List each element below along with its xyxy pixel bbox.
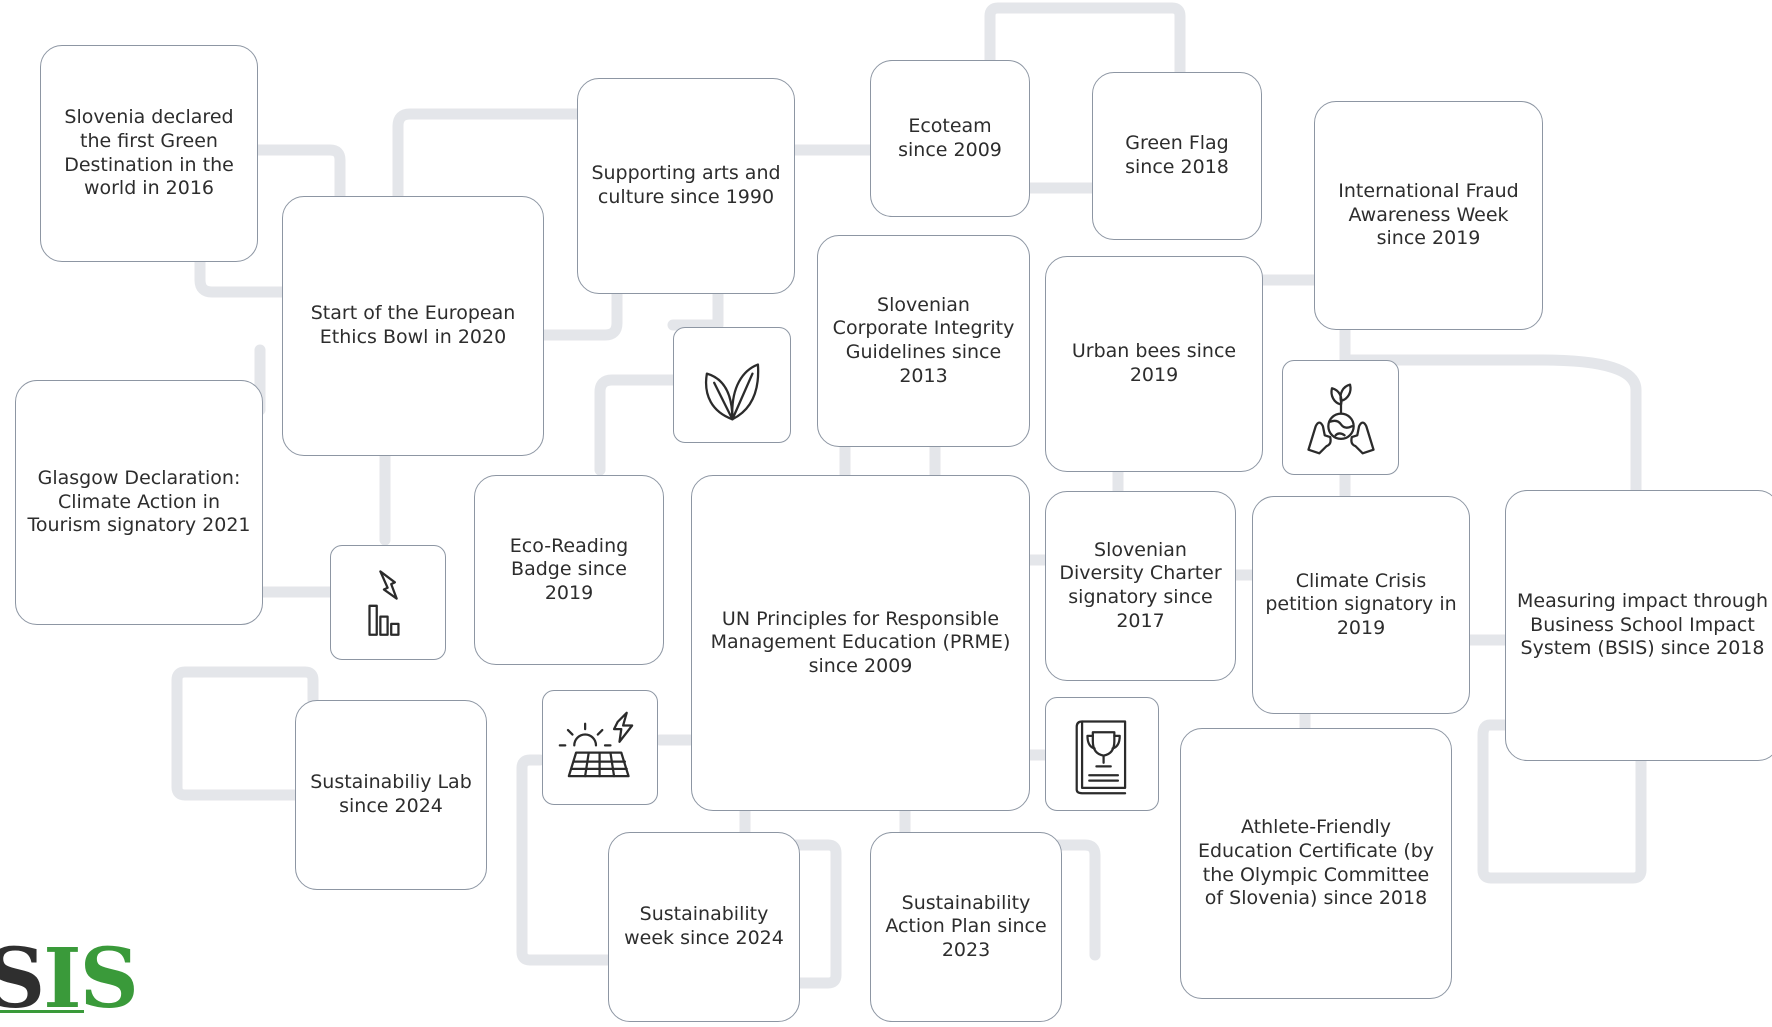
node-label: Start of the European Ethics Bowl in 202… [310,302,516,348]
leaves-icon-box [673,327,791,443]
trophy-book-icon [1075,720,1127,795]
node-green-destination: Slovenia declared the first Green Destin… [40,45,258,262]
node-ecoteam: Ecoteam since 2009 [870,60,1030,217]
node-label: Athlete-Friendly Education Certificate (… [1197,816,1435,910]
node-eco-reading: Eco-Reading Badge since 2019 [474,475,664,665]
node-label: Slovenian Corporate Integrity Guidelines… [832,293,1015,387]
solar-panel-icon-box [542,690,658,805]
node-glasgow: Glasgow Declaration: Climate Action in T… [15,380,263,625]
trophy-book-icon-box [1045,697,1159,811]
node-label: Ecoteam since 2009 [898,114,1002,161]
node-label: International Fraud Awareness Week since… [1338,180,1519,250]
node-label: Glasgow Declaration: Climate Action in T… [27,467,251,537]
node-diversity-charter: Slovenian Diversity Charter signatory si… [1045,491,1236,681]
hands-globe-icon [1306,383,1375,455]
node-label: UN Principles for Responsible Management… [710,607,1011,677]
node-label: Measuring impact through Business School… [1517,590,1768,660]
energy-chart-icon [368,570,400,637]
node-label: Urban bees since 2019 [1071,340,1237,386]
node-label: Climate Crisis petition signatory in 201… [1265,569,1457,639]
node-integrity-guidelines: Slovenian Corporate Integrity Guidelines… [817,235,1030,447]
solar-panel-icon [559,712,634,778]
node-arts-culture: Supporting arts and culture since 1990 [577,78,795,294]
node-prme: UN Principles for Responsible Management… [691,475,1030,811]
node-label: Slovenian Diversity Charter signatory si… [1059,538,1222,632]
node-label: Supporting arts and culture since 1990 [591,162,781,208]
node-sustainability-lab: Sustainabiliy Lab since 2024 [295,700,487,890]
node-bsis: Measuring impact through Business School… [1505,490,1772,761]
node-label: Sustainability Action Plan since 2023 [885,891,1047,961]
logo-rule [0,1010,84,1013]
node-athlete-friendly: Athlete-Friendly Education Certificate (… [1180,728,1452,999]
energy-chart-icon-box [330,545,446,660]
node-label: Eco-Reading Badge since 2019 [509,534,629,604]
node-fraud-week: International Fraud Awareness Week since… [1314,101,1543,330]
logo-text-part2: IS [43,931,139,1027]
node-sustainability-week: Sustainability week since 2024 [608,832,800,1022]
node-label: Slovenia declared the first Green Destin… [64,106,234,200]
node-label: Sustainabiliy Lab since 2024 [310,771,472,817]
node-climate-crisis: Climate Crisis petition signatory in 201… [1252,496,1470,714]
hands-globe-icon-box [1282,360,1399,475]
node-ethics-bowl: Start of the European Ethics Bowl in 202… [282,196,544,456]
leaves-icon [704,363,759,421]
node-label: Sustainability week since 2024 [624,903,784,949]
node-urban-bees: Urban bees since 2019 [1045,256,1263,472]
node-label: Green Flag since 2018 [1125,132,1229,178]
node-green-flag: Green Flag since 2018 [1092,72,1262,240]
logo: SIS [0,938,139,1020]
node-action-plan: Sustainability Action Plan since 2023 [870,832,1062,1022]
logo-text-part1: S [0,931,45,1027]
